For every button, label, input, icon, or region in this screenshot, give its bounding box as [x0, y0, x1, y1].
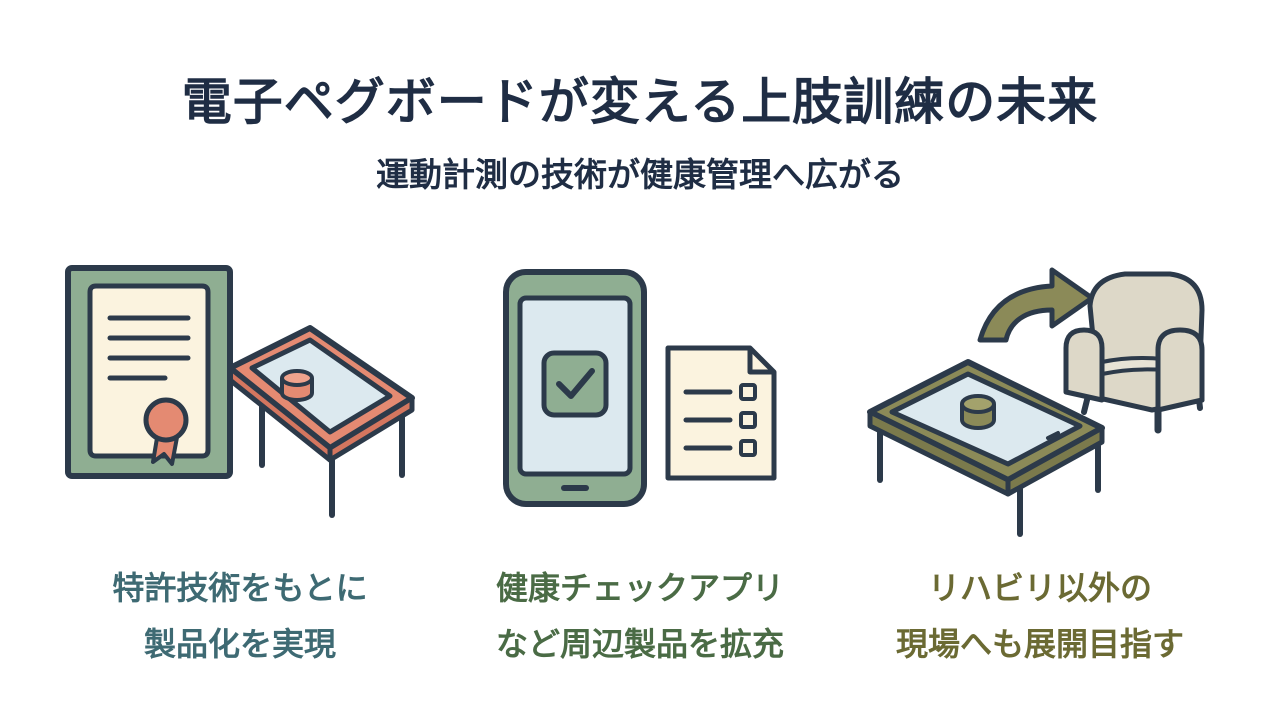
panel-2-caption-line2: など周辺製品を拡充	[495, 625, 784, 663]
certificate-icon	[65, 265, 233, 479]
panel-3-illustration	[840, 250, 1240, 540]
panel-3-caption-line1: リハビリ以外の	[927, 569, 1152, 607]
panel-3-caption: リハビリ以外の 現場へも展開目指す	[840, 560, 1240, 672]
panel-1-caption-line2: 製品化を実現	[143, 625, 336, 663]
page-subtitle: 運動計測の技術が健康管理へ広がる	[376, 155, 904, 194]
panel-2-illustration	[440, 250, 840, 540]
peg-board-icon	[867, 359, 1105, 537]
armchair-icon	[1063, 271, 1205, 434]
panel-1-caption-line1: 特許技術をもとに	[112, 569, 368, 607]
smartphone-check-icon	[503, 269, 647, 507]
panel-1-caption: 特許技術をもとに 製品化を実現	[40, 560, 440, 672]
panel-3-caption-line2: 現場へも展開目指す	[895, 625, 1184, 663]
panel-2-caption-line1: 健康チェックアプリ	[495, 569, 784, 607]
page-title: 電子ペグボードが変える上肢訓練の未来	[181, 73, 1099, 131]
peg-board-icon	[227, 325, 415, 518]
panel-1-illustration	[40, 250, 440, 540]
arrow-icon	[977, 267, 1095, 343]
panel-2-caption: 健康チェックアプリ など周辺製品を拡充	[440, 560, 840, 672]
checklist-document-icon	[665, 345, 777, 481]
